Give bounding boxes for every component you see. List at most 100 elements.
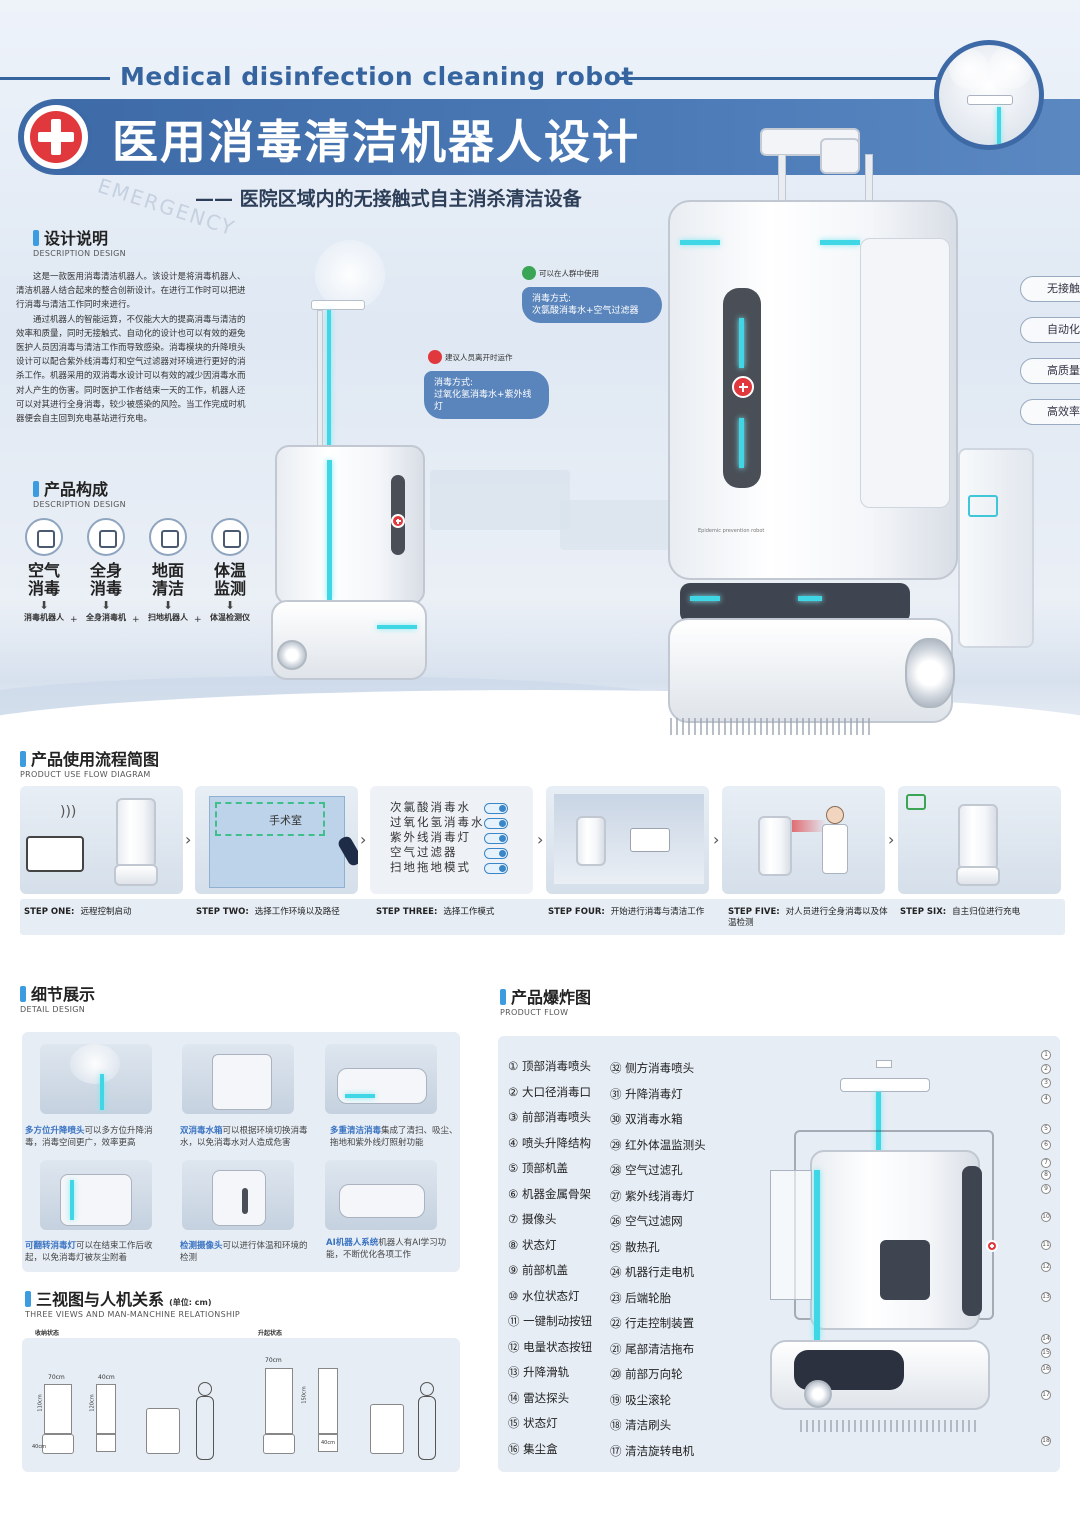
medical-cross-icon [20,101,92,173]
parts-list-right: ㉜ 侧方消毒喷头 ㉛ 升降消毒灯 ㉚ 双消毒水箱 ㉙ 红外体温监测头 ㉘ 空气过… [610,1061,706,1458]
mode-toggle[interactable] [484,863,508,874]
person-scan-icon [87,518,125,556]
detail-caption-multi-clean: 多重清洁消毒集成了清扫、吸尘、拖地和紫外线灯照射功能 [330,1126,458,1148]
feature-automation: 自动化 [1020,317,1080,343]
dimension-label: 120cm [89,1394,96,1412]
exploded-heading: 产品爆炸图 PRODUCT FLOW [500,984,591,1017]
person-ok-icon [522,266,536,280]
flow-arrow: › [713,830,720,849]
mode-toggle[interactable] [484,833,508,844]
flow-image-body-scan [722,786,885,894]
subtitle: —— 医院区域内的无接触式自主消杀清洁设备 [195,188,582,210]
step-four: STEP FOUR:开始进行消毒与清洁工作 [548,907,705,917]
detail-image-lift-nozzle [40,1044,152,1114]
flow-arrow: › [360,830,367,849]
dimension-label: 40cm [32,1444,46,1450]
dimension-label: 70cm [48,1374,65,1381]
parts-list-left: ① 顶部消毒喷头 ② 大口径消毒口 ③ 前部消毒喷头 ④ 喷头升降结构 ⑤ 顶部… [508,1059,593,1456]
composition-item-floor: 地面清洁 ⬇ 扫地机器人 [138,518,198,623]
human-figure [196,1396,214,1460]
step-two: STEP TWO:选择工作环境以及路径 [196,907,340,917]
robot-small-image [265,240,435,700]
detail-caption-uv-lamp: 可翻转消毒灯可以在结束工作后收起，以免消毒灯被灰尘附着 [25,1241,153,1263]
front-view-folded [44,1384,72,1434]
person-head-icon [826,806,844,824]
detail-caption-water-tank: 双消毒水箱可以根据环境切换消毒水，以免消毒水对人造成危害 [180,1126,308,1148]
composition-item-temperature: 体温监测 ⬇ 体温检测仪 [200,518,260,623]
flow-arrow: › [888,830,895,849]
mode-toggle[interactable] [484,848,508,859]
thermometer-icon [211,518,249,556]
detail-caption-camera: 检测摄像头可以进行体温和环境的检测 [180,1241,308,1263]
details-heading: 细节展示 DETAIL DESIGN [20,981,95,1014]
composition-item-body: 全身消毒 ⬇ 全身消毒机 [76,518,136,623]
charging-icon [906,794,926,810]
plus-sign: + [132,615,140,625]
flow-steps-strip [20,899,1065,935]
detail-image-water-tank [182,1044,294,1114]
battery-icon [968,495,998,517]
human-figure [418,1396,436,1460]
feature-high-quality: 高质量 [1020,358,1080,384]
dimension-label: 70cm [265,1357,282,1364]
step-one: STEP ONE:远程控制启动 [24,907,132,917]
hospital-bed-background [430,470,570,530]
detail-image-uv-lamp [40,1160,152,1230]
dimension-label: 150cm [301,1386,308,1404]
state-folded-label: 收纳状态 [35,1330,60,1337]
mode-toggle[interactable] [484,803,508,814]
no-person-icon [428,350,442,364]
state-raised-label: 升起状态 [258,1330,283,1337]
title-rule-left [0,77,110,80]
step-six: STEP SIX:自主归位进行充电 [900,907,1021,917]
composition-item-air: 空气消毒 ⬇ 消毒机器人 [14,518,74,623]
detail-caption-ai-system: AI机器人系统机器人有AI学习功能，不断优化各项工作 [326,1238,447,1260]
flow-heading: 产品使用流程简图 PRODUCT USE FLOW DIAGRAM [20,746,159,779]
mode-tag-with-people: 可以在人群中使用 [522,266,599,280]
dimension-label: 110cm [37,1394,44,1412]
front-view-raised [265,1368,293,1434]
exploded-robot-image [740,1060,1040,1460]
feature-high-efficiency: 高效率 [1020,399,1080,425]
title-band [18,99,1080,175]
wifi-icon: ))) [60,804,77,820]
human-head-icon [198,1382,212,1396]
robot-top-detail-image [934,40,1044,150]
dimension-label: 40cm [98,1374,115,1381]
flow-arrow: › [537,830,544,849]
doctor-figure [822,824,848,874]
charging-station [958,448,1034,648]
design-description-text: 这是一款医用消毒清洁机器人。该设计是将消毒机器人、清洁机器人结合起来的整合创新设… [16,272,246,425]
robot-label: Epidemic prevention robot [698,528,765,534]
hospital-bed-background [560,500,680,550]
step-three: STEP THREE:选择工作模式 [376,907,495,917]
mode-options-list: 次氯酸消毒水 过氧化氢消毒水 紫外线消毒灯 空气过滤器 扫地拖地模式 [390,800,485,874]
detail-caption-lift-nozzle: 多方位升降喷头可以多方位升降消毒，消毒空间更广，效率更高 [25,1126,153,1148]
operating-room-label: 手术室 [269,814,302,827]
perspective-view-folded [146,1408,180,1454]
composition-row: 空气消毒 ⬇ 消毒机器人 全身消毒 ⬇ 全身消毒机 地面清洁 ⬇ 扫地机器人 体… [14,518,264,638]
sweeper-icon [149,518,187,556]
detail-image-multi-clean [325,1044,437,1114]
perspective-view-raised [370,1404,404,1454]
detail-image-ai-system [325,1160,437,1230]
flow-image-charging [898,786,1061,894]
design-description-heading: 设计说明 DESCRIPTION DESIGN [33,225,126,258]
detail-image-camera [182,1160,294,1230]
mode-toggle[interactable] [484,818,508,829]
side-view-raised [318,1368,338,1434]
mode-tag-without-people: 建议人员离开时运作 [428,350,513,364]
bed-icon [630,828,670,852]
mode-bubble-with-people: 消毒方式: 次氯酸消毒水+空气过滤器 [522,287,662,323]
tablet-icon [26,836,84,872]
title-rule-right [618,77,948,80]
robot-large-image: Epidemic prevention robot [660,128,970,735]
spray-icon [25,518,63,556]
title-chinese: 医用消毒清洁机器人设计 [112,115,640,169]
flow-image-disinfect-room [546,786,709,894]
side-view-folded [96,1384,116,1434]
step-five: STEP FIVE:对人员进行全身消毒以及体温检测 [728,907,888,928]
feature-contactless: 无接触 [1020,276,1080,302]
mode-bubble-without-people: 消毒方式: 过氧化氢消毒水+紫外线灯 [424,371,549,419]
views-heading: 三视图与人机关系 (单位: cm) THREE VIEWS AND MAN-MA… [25,1290,241,1319]
